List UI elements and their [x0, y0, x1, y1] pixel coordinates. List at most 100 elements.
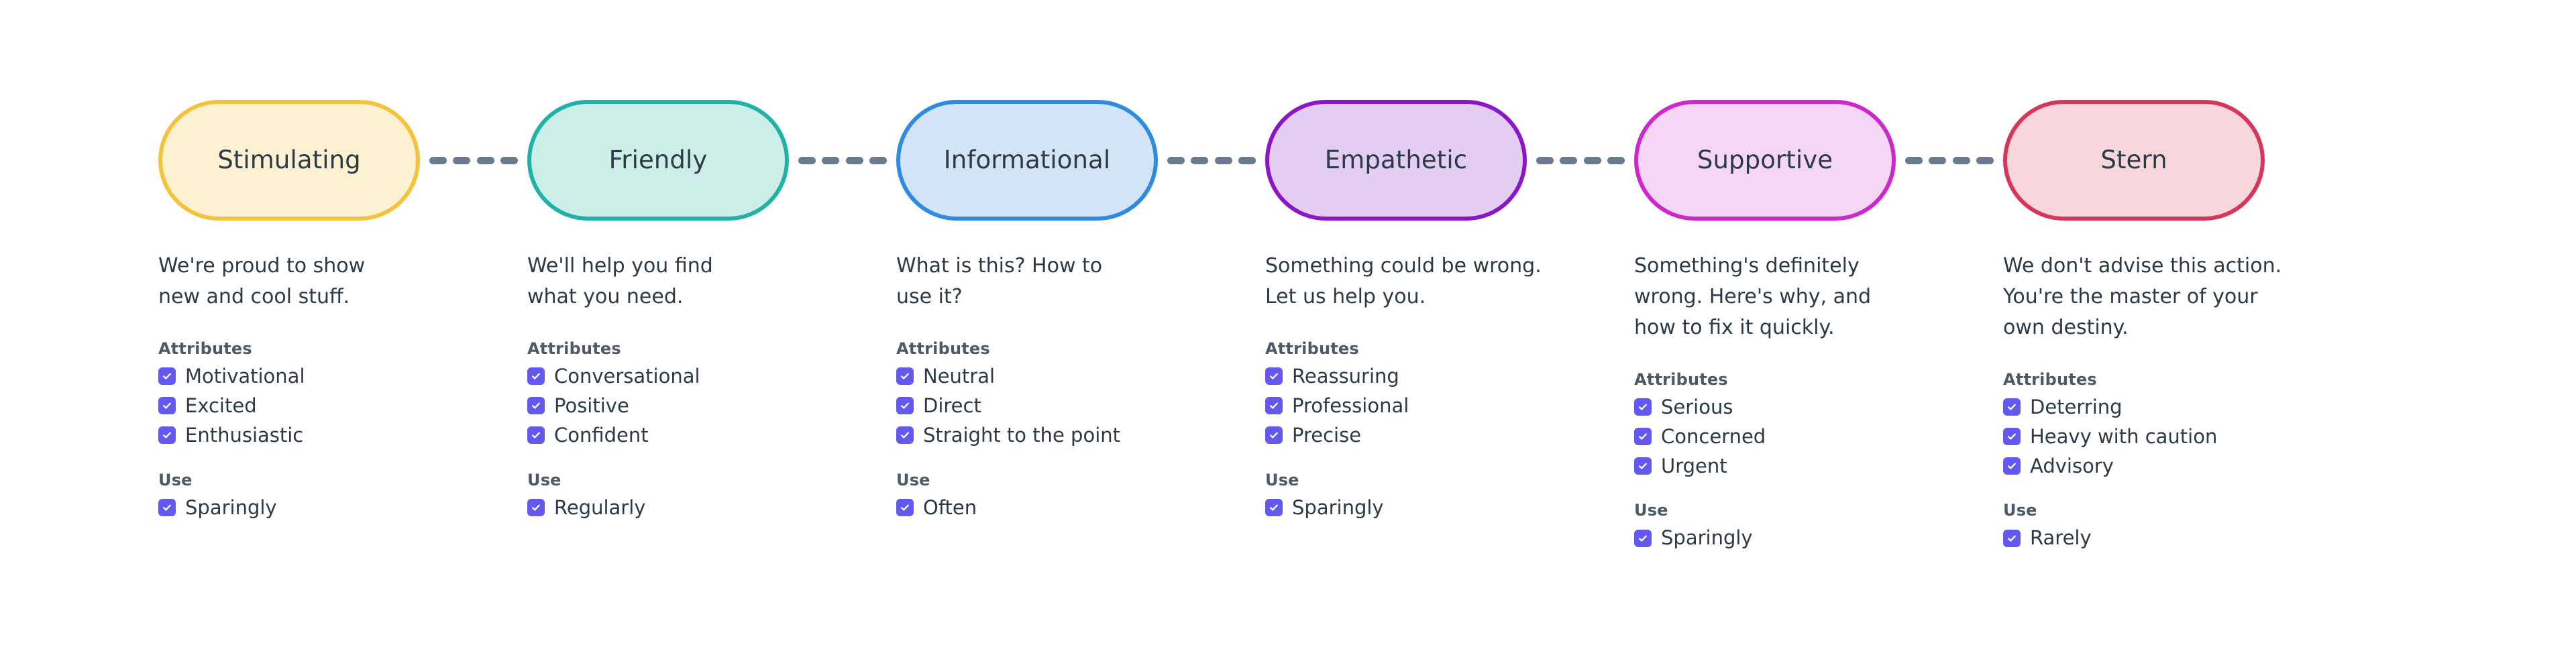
checkbox-row[interactable]: Excited: [158, 394, 508, 418]
tone-description: We're proud to show new and cool stuff.: [158, 254, 366, 308]
checkmark-icon[interactable]: [1634, 398, 1652, 416]
tone-column-stern: We don't advise this action. You're the …: [2003, 251, 2372, 556]
use-group-title: Use: [158, 470, 193, 489]
checkbox-label: Neutral: [923, 364, 996, 388]
checkbox-row[interactable]: Urgent: [1634, 454, 1984, 478]
tone-pill-label: Informational: [943, 145, 1111, 174]
checkmark-icon[interactable]: [1634, 529, 1652, 547]
attributes-group-title: Attributes: [896, 339, 990, 358]
tone-stage-pill-row: Stimulating Friendly Informational Empathet…: [0, 99, 2576, 221]
checkbox-label: Direct: [923, 394, 981, 418]
checkmark-icon[interactable]: [527, 367, 545, 385]
checkmark-icon[interactable]: [896, 397, 914, 415]
tone-pill-empathetic[interactable]: Empathetic: [1265, 100, 1527, 221]
checkmark-icon[interactable]: [158, 397, 176, 415]
checkbox-label: Enthusiastic: [185, 424, 304, 447]
dash-segment: [1167, 156, 1185, 164]
checkbox-row[interactable]: Heavy with caution: [2003, 424, 2353, 449]
dash-segment: [1536, 156, 1554, 164]
tone-pill-label: Empathetic: [1324, 145, 1468, 174]
checkbox-row[interactable]: Sparingly: [158, 495, 508, 520]
checkbox-row[interactable]: Concerned: [1634, 424, 1984, 449]
attributes-group-title: Attributes: [527, 339, 621, 358]
checkmark-icon[interactable]: [896, 426, 914, 445]
checkbox-row[interactable]: Deterring: [2003, 395, 2353, 419]
checkmark-icon[interactable]: [2003, 428, 2021, 446]
tone-pill-informational[interactable]: Informational: [896, 100, 1158, 221]
checkbox-row[interactable]: Confident: [527, 423, 877, 447]
checkbox-row[interactable]: Regularly: [527, 495, 877, 520]
tone-pill-stern[interactable]: Stern: [2003, 100, 2265, 221]
checkmark-icon[interactable]: [1265, 367, 1283, 385]
checkbox-row[interactable]: Professional: [1265, 394, 1615, 418]
checkmark-icon[interactable]: [1265, 426, 1283, 445]
attributes-group-title: Attributes: [1634, 369, 1728, 389]
checkbox-row[interactable]: Often: [896, 495, 1246, 520]
checkmark-icon[interactable]: [2003, 398, 2021, 416]
checkbox-label: Motivational: [185, 364, 305, 388]
dash-segment: [476, 156, 494, 164]
checkbox-row[interactable]: Advisory: [2003, 454, 2353, 478]
checkbox-row[interactable]: Sparingly: [1265, 495, 1615, 520]
dashed-line-icon: [1158, 156, 1265, 164]
checkmark-icon[interactable]: [158, 367, 176, 385]
checkmark-icon[interactable]: [896, 367, 914, 385]
checkbox-label: Professional: [1292, 394, 1409, 418]
dashed-line-icon: [420, 156, 527, 164]
checkmark-icon[interactable]: [158, 426, 176, 445]
checkbox-label: Regularly: [554, 495, 646, 519]
tone-description: Something could be wrong. Let us help yo…: [1265, 254, 1542, 308]
tone-pill-label: Stimulating: [217, 145, 361, 174]
dash-segment: [1583, 156, 1601, 164]
checkbox-label: Rarely: [2030, 526, 2092, 550]
checkbox-label: Sparingly: [1292, 495, 1384, 519]
tone-pill-friendly[interactable]: Friendly: [527, 100, 789, 221]
checkbox-row[interactable]: Straight to the point: [896, 423, 1246, 447]
dashed-line-icon: [1527, 156, 1634, 164]
checkmark-icon[interactable]: [1265, 397, 1283, 415]
attributes-group-title: Attributes: [158, 339, 252, 358]
checkbox-row[interactable]: Motivational: [158, 364, 508, 388]
checkbox-row[interactable]: Serious: [1634, 395, 1984, 419]
checkbox-label: Sparingly: [185, 495, 277, 519]
checkbox-label: Sparingly: [1661, 526, 1753, 550]
checkmark-icon[interactable]: [2003, 529, 2021, 547]
dash-segment: [500, 156, 518, 164]
tone-description: We'll help you find what you need.: [527, 254, 713, 308]
attributes-group-title: Attributes: [2003, 369, 2097, 389]
checkbox-row[interactable]: Enthusiastic: [158, 423, 508, 447]
checkmark-icon[interactable]: [527, 397, 545, 415]
checkbox-row[interactable]: Direct: [896, 394, 1246, 418]
tone-column-friendly: We'll help you find what you need. Attrib…: [527, 251, 896, 556]
checkmark-icon[interactable]: [1634, 457, 1652, 475]
dash-segment: [1191, 156, 1209, 164]
tone-pill-stimulating[interactable]: Stimulating: [158, 100, 420, 221]
use-group-title: Use: [527, 470, 561, 489]
dash-segment: [1952, 156, 1970, 164]
checkmark-icon[interactable]: [527, 498, 545, 516]
checkbox-row[interactable]: Sparingly: [1634, 526, 1984, 550]
checkbox-label: Concerned: [1661, 424, 1766, 448]
checkmark-icon[interactable]: [2003, 457, 2021, 475]
checkbox-label: Conversational: [554, 364, 700, 388]
checkbox-label: Deterring: [2030, 395, 2123, 418]
checkbox-row[interactable]: Conversational: [527, 364, 877, 388]
checkbox-row[interactable]: Rarely: [2003, 526, 2353, 550]
checkmark-icon[interactable]: [158, 498, 176, 516]
checkbox-row[interactable]: Neutral: [896, 364, 1246, 388]
checkbox-row[interactable]: Precise: [1265, 423, 1615, 447]
checkmark-icon[interactable]: [1265, 498, 1283, 516]
checkbox-row[interactable]: Positive: [527, 394, 877, 418]
tone-pill-supportive[interactable]: Supportive: [1634, 100, 1896, 221]
dash-segment: [845, 156, 863, 164]
checkbox-row[interactable]: Reassuring: [1265, 364, 1615, 388]
checkmark-icon[interactable]: [896, 498, 914, 516]
attributes-group-title: Attributes: [1265, 339, 1359, 358]
checkmark-icon[interactable]: [1634, 428, 1652, 446]
checkmark-icon[interactable]: [527, 426, 545, 445]
